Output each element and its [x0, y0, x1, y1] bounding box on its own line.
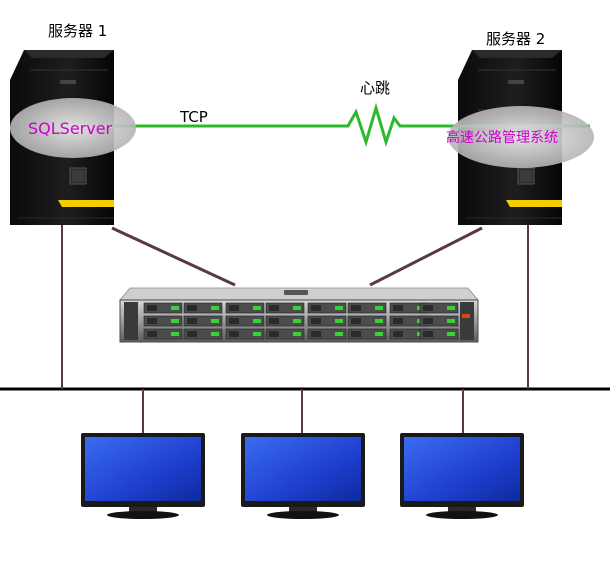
server1-title: 服务器 1	[48, 22, 107, 40]
monitor-icon	[81, 433, 205, 519]
heartbeat-line	[105, 102, 590, 148]
server2-storage-link	[369, 226, 483, 287]
server1-app-label: SQLServer	[28, 119, 113, 138]
protocol-label: TCP	[179, 108, 208, 126]
server2-title: 服务器 2	[486, 30, 545, 48]
server1-app-ellipse	[10, 98, 136, 158]
server2-app-label: 高速公路管理系统	[446, 129, 558, 146]
monitor-icon	[400, 433, 524, 519]
server1-storage-link	[111, 226, 236, 287]
heartbeat-label: 心跳	[360, 79, 390, 97]
server2-app-ellipse	[448, 106, 594, 168]
storage-array-icon	[119, 287, 479, 343]
monitor-icon	[241, 433, 365, 519]
